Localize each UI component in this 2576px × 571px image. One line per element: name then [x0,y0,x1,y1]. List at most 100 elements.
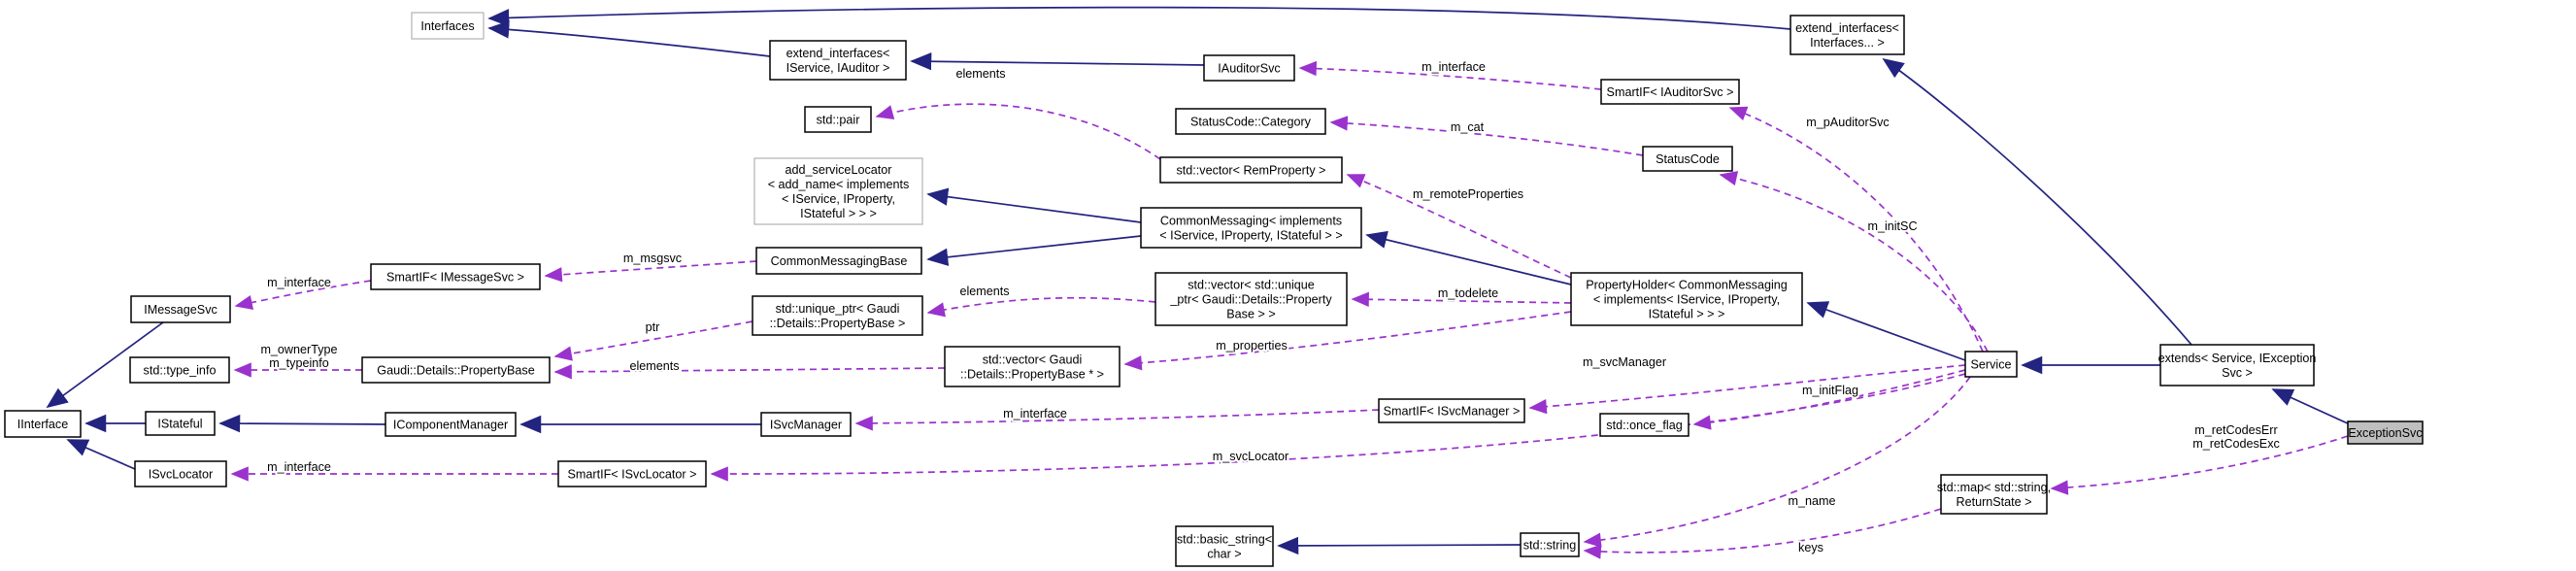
node-label-smartif-imessagesvc: SmartIF< IMessageSvc > [386,271,524,285]
edge-label-elements: elements [629,359,679,373]
node-std-vector-unique-ptr[interactable]: std::vector< std::unique_ptr< Gaudi::Det… [1154,272,1348,326]
edge-label-m_properties: m_properties [1216,339,1288,353]
node-label-std-pair: std::pair [817,114,860,127]
node-label-iauditorsvc: IAuditorSvc [1218,62,1280,76]
node-add-servicelocator: add_serviceLocator< add_name< implements… [753,157,923,225]
node-propertyholder[interactable]: PropertyHolder< CommonMessaging< impleme… [1570,272,1803,326]
edge-imessagesvc-to-iinterface [46,321,164,409]
edge-extends-service-iexceptionsvc-to-extend-interfaces-interfaces [1882,57,2192,346]
node-std-vector-remproperty[interactable]: std::vector< RemProperty > [1159,156,1343,184]
node-std-vector-propertybase-ptr[interactable]: std::vector< Gaudi::Details::PropertyBas… [944,346,1121,387]
edge-exceptionsvc-to-std-map-string-returnstate [2050,435,2349,495]
node-commonmessaging[interactable]: CommonMessaging< implements< IService, I… [1140,207,1362,249]
node-label-smartif-isvcmanager: SmartIF< ISvcManager > [1384,405,1521,419]
node-label-std-vector-propertybase-ptr: std::vector< Gaudi::Details::PropertyBas… [960,353,1104,382]
node-label-std-basic-string-char: std::basic_string<char > [1177,533,1272,561]
edge-std-unique-ptr-propertybase-to-gaudi-details-propertybase [553,320,753,361]
node-label-std-unique-ptr-propertybase: std::unique_ptr< Gaudi::Details::Propert… [770,302,906,330]
node-gaudi-details-propertybase[interactable]: Gaudi::Details::PropertyBase [361,356,551,384]
node-icomponentmanager[interactable]: IComponentManager [385,412,517,437]
edge-service-to-smartif-iauditorsvc [1728,106,1984,353]
edge-service-to-propertyholder [1806,301,1966,361]
node-label-interfaces: Interfaces [420,19,474,33]
node-interfaces: Interfaces [411,12,485,40]
node-std-unique-ptr-propertybase[interactable]: std::unique_ptr< Gaudi::Details::Propert… [752,295,923,336]
edges-layer [46,6,2351,559]
node-label-std-vector-unique-ptr: std::vector< std::unique_ptr< Gaudi::Det… [1169,279,1332,321]
edge-label-m_interface: m_interface [267,276,331,289]
node-label-statuscode: StatusCode [1656,152,1720,166]
node-iauditorsvc[interactable]: IAuditorSvc [1203,54,1295,82]
node-label-std-type-info: std::type_info [144,364,217,378]
node-isvcmanager[interactable]: ISvcManager [760,412,852,437]
edge-label-m_todelete: m_todelete [1438,286,1498,300]
node-label-smartif-iauditorsvc: SmartIF< IAuditorSvc > [1607,85,1734,99]
node-extend-interfaces-interfaces[interactable]: extend_interfaces<Interfaces... > [1790,15,1905,55]
edge-label-m_cat: m_cat [1451,120,1485,134]
edge-propertyholder-to-std-vector-propertybase-ptr [1123,311,1572,371]
node-label-isvcmanager: ISvcManager [770,419,842,432]
node-label-std-string: std::string [1523,539,1577,553]
node-label-std-map-string-returnstate: std::map< std::string,ReturnState > [1937,481,2051,509]
edge-label-m_pAuditorSvc: m_pAuditorSvc [1806,116,1889,129]
edge-std-vector-propertybase-ptr-to-gaudi-details-propertybase [553,364,946,380]
node-smartif-iauditorsvc[interactable]: SmartIF< IAuditorSvc > [1600,79,1740,105]
edge-commonmessagingbase-to-smartif-imessagesvc [544,260,757,283]
edge-label-m_initFlag: m_initFlag [1802,384,1858,397]
edge-propertyholder-to-std-vector-remproperty [1346,174,1572,279]
node-smartif-isvclocator[interactable]: SmartIF< ISvcLocator > [557,460,707,487]
node-std-string[interactable]: std::string [1520,532,1580,557]
node-label-isvclocator: ISvcLocator [149,468,214,482]
node-smartif-isvcmanager[interactable]: SmartIF< ISvcManager > [1378,398,1525,423]
edge-label-elements: elements [959,285,1009,298]
node-label-add-servicelocator: add_serviceLocator< add_name< implements… [768,163,910,220]
node-exceptionsvc: ExceptionSvc [2347,420,2424,445]
node-label-commonmessaging: CommonMessaging< implements< IService, I… [1159,215,1342,243]
node-statuscode-category[interactable]: StatusCode::Category [1175,108,1326,135]
edge-label-m_msgsvc: m_msgsvc [623,252,682,265]
node-label-smartif-isvclocator: SmartIF< ISvcLocator > [568,468,697,482]
edge-iauditorsvc-to-extend-interfaces-iservice-iauditor [910,52,1205,71]
node-statuscode[interactable]: StatusCode [1642,146,1733,172]
node-iinterface[interactable]: IInterface [4,410,82,438]
node-label-propertyholder: PropertyHolder< CommonMessaging< impleme… [1586,279,1788,321]
node-commonmessagingbase[interactable]: CommonMessagingBase [755,247,922,275]
node-label-exceptionsvc: ExceptionSvc [2348,426,2422,440]
node-std-basic-string-char[interactable]: std::basic_string<char > [1175,525,1274,567]
node-service[interactable]: Service [1964,351,2018,378]
node-std-type-info[interactable]: std::type_info [129,356,230,384]
edge-label-m_name: m_name [1789,494,1836,508]
edge-service-to-smartif-isvcmanager [1528,364,1966,415]
node-smartif-imessagesvc[interactable]: SmartIF< IMessageSvc > [370,263,541,290]
edge-label-m_interface: m_interface [267,460,331,474]
edge-icomponentmanager-to-istateful [218,414,386,433]
edge-extend-interfaces-iservice-iauditor-to-interfaces [487,20,771,57]
node-std-map-string-returnstate[interactable]: std::map< std::string,ReturnState > [1937,474,2051,515]
node-istateful[interactable]: IStateful [145,411,216,436]
node-label-istateful: IStateful [157,418,202,431]
node-label-iinterface: IInterface [17,418,69,431]
edge-smartif-isvcmanager-to-isvcmanager [854,409,1380,431]
node-label-std-vector-remproperty: std::vector< RemProperty > [1177,164,1326,178]
edge-labels-layer: m_interfacem_pAuditorSvcm_initSCm_catm_r… [258,58,2281,556]
node-label-statuscode-category: StatusCode::Category [1190,116,1312,129]
edge-service-to-statuscode [1719,171,1989,353]
node-imessagesvc[interactable]: IMessageSvc [130,295,231,323]
node-extend-interfaces-iservice-iauditor[interactable]: extend_interfaces<IService, IAuditor > [769,40,907,81]
node-isvclocator[interactable]: ISvcLocator [134,460,227,487]
edge-label-m_remoteProperties: m_remoteProperties [1413,187,1523,201]
node-std-pair[interactable]: std::pair [804,106,872,133]
edge-commonmessaging-to-commonmessagingbase [926,235,1142,266]
edge-propertyholder-to-std-vector-unique-ptr [1351,291,1572,307]
edge-label-m_interface: m_interface [1003,407,1067,420]
node-label-std-once-flag: std::once_flag [1606,419,1682,432]
edge-smartif-imessagesvc-to-imessagesvc [234,280,372,310]
node-label-extend-interfaces-interfaces: extend_interfaces<Interfaces... > [1795,21,1899,50]
node-std-once-flag[interactable]: std::once_flag [1599,413,1689,437]
